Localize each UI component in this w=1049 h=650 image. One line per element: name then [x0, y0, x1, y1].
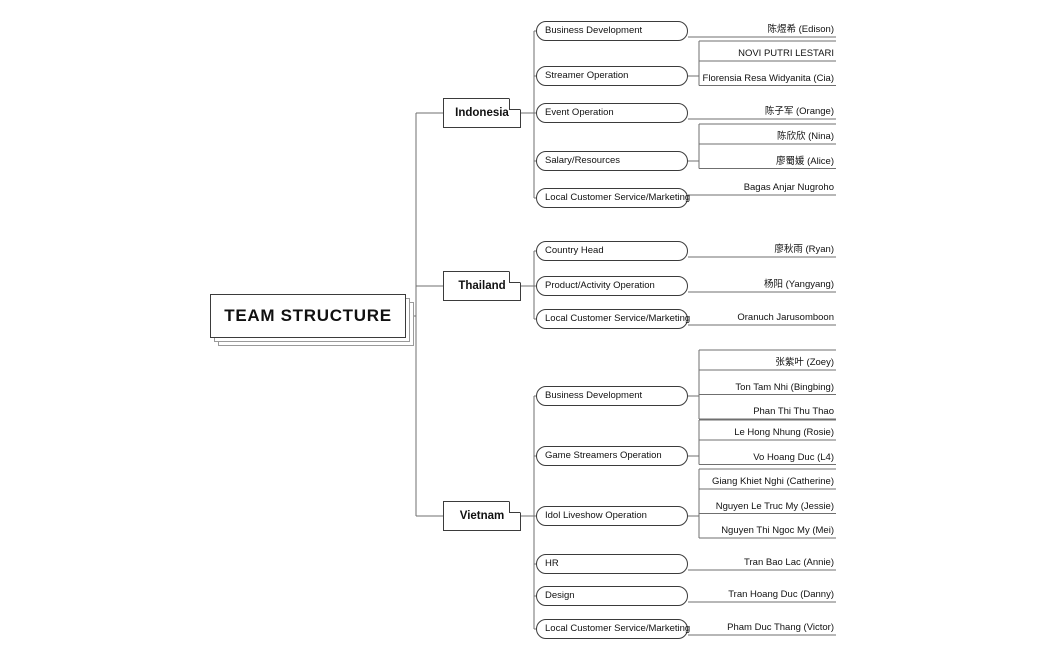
person-name: Le Hong Nhung (Rosie): [734, 427, 834, 439]
person-node: 张紫叶 (Zoey): [636, 350, 836, 370]
person-node: 杨阳 (Yangyang): [636, 272, 836, 292]
person-name: Florensia Resa Widyanita (Cia): [702, 72, 834, 84]
person-node: 陈子军 (Orange): [636, 99, 836, 119]
department-label: HR: [545, 558, 559, 570]
department-node-streamer-operation[interactable]: Streamer Operation: [536, 66, 688, 86]
region-label: Thailand: [458, 280, 506, 292]
person-name: Oranuch Jarusomboon: [737, 312, 834, 324]
person-node: Vo Hoang Duc (L4): [636, 445, 836, 465]
region-node-thailand[interactable]: Thailand: [443, 271, 521, 301]
department-node-event-operation[interactable]: Event Operation: [536, 103, 688, 123]
person-name: Pham Duc Thang (Victor): [727, 622, 834, 634]
region-label: Vietnam: [459, 510, 505, 522]
person-name: Ton Tam Nhi (Bingbing): [735, 381, 834, 393]
department-label: Country Head: [545, 245, 604, 257]
department-node-salary-resources[interactable]: Salary/Resources: [536, 151, 688, 171]
person-node: Le Hong Nhung (Rosie): [636, 420, 836, 440]
person-node: Giang Khiet Nghi (Catherine): [636, 469, 836, 489]
department-node-product-activity-operation[interactable]: Product/Activity Operation: [536, 276, 688, 296]
person-name: 廖蜀媛 (Alice): [775, 155, 834, 167]
person-node: 陈欣欣 (Nina): [636, 124, 836, 144]
person-node: Pham Duc Thang (Victor): [636, 615, 836, 635]
person-name: 张紫叶 (Zoey): [775, 357, 834, 369]
department-node-game-streamers-operation[interactable]: Game Streamers Operation: [536, 446, 688, 466]
department-label: Business Development: [545, 25, 643, 37]
department-node-hr[interactable]: HR: [536, 554, 688, 574]
person-name: 陈子军 (Orange): [764, 106, 834, 118]
person-name: NOVI PUTRI LESTARI: [738, 48, 834, 60]
department-label: Local Customer Service/Marketing: [545, 313, 691, 325]
person-node: Nguyen Le Truc My (Jessie): [636, 494, 836, 514]
department-node-design[interactable]: Design: [536, 586, 688, 606]
person-node: Nguyen Thi Ngoc My (Mei): [636, 518, 836, 538]
person-node: 廖秋雨 (Ryan): [636, 237, 836, 257]
person-node: Phan Thi Thu Thao: [636, 399, 836, 419]
department-label: Event Operation: [545, 107, 614, 119]
page-title: TEAM STRUCTURE: [224, 306, 392, 325]
person-node: 廖蜀媛 (Alice): [636, 149, 836, 169]
person-node: Bagas Anjar Nugroho: [636, 175, 836, 195]
department-node-idol-liveshow-operation[interactable]: Idol Liveshow Operation: [536, 506, 688, 526]
person-node: Tran Bao Lac (Annie): [636, 550, 836, 570]
department-node-business-development[interactable]: Business Development: [536, 21, 688, 41]
department-node-country-head[interactable]: Country Head: [536, 241, 688, 261]
region-node-vietnam[interactable]: Vietnam: [443, 501, 521, 531]
person-name: Vo Hoang Duc (L4): [753, 451, 834, 463]
department-node-business-development[interactable]: Business Development: [536, 386, 688, 406]
department-label: Product/Activity Operation: [545, 280, 655, 292]
person-name: Tran Hoang Duc (Danny): [728, 589, 834, 601]
person-name: 陈煜希 (Edison): [767, 24, 834, 36]
department-label: Design: [545, 590, 575, 602]
person-node: Florensia Resa Widyanita (Cia): [636, 66, 836, 86]
person-name: Phan Thi Thu Thao: [753, 406, 834, 418]
department-node-local-customer-service-marketing[interactable]: Local Customer Service/Marketing: [536, 619, 691, 639]
person-node: NOVI PUTRI LESTARI: [636, 41, 836, 61]
person-name: Nguyen Thi Ngoc My (Mei): [721, 525, 834, 537]
department-node-local-customer-service-marketing[interactable]: Local Customer Service/Marketing: [536, 309, 691, 329]
department-label: Idol Liveshow Operation: [545, 510, 647, 522]
department-label: Local Customer Service/Marketing: [545, 192, 691, 204]
root-node[interactable]: TEAM STRUCTURE: [210, 294, 416, 348]
department-label: Local Customer Service/Marketing: [545, 623, 691, 635]
person-node: 陈煜希 (Edison): [636, 17, 836, 37]
department-label: Salary/Resources: [545, 155, 620, 167]
department-node-local-customer-service-marketing[interactable]: Local Customer Service/Marketing: [536, 188, 691, 208]
person-name: Nguyen Le Truc My (Jessie): [715, 500, 834, 512]
person-name: 陈欣欣 (Nina): [776, 131, 834, 143]
region-label: Indonesia: [455, 107, 509, 119]
person-name: Giang Khiet Nghi (Catherine): [712, 476, 834, 488]
person-node: Tran Hoang Duc (Danny): [636, 582, 836, 602]
person-name: Tran Bao Lac (Annie): [744, 557, 834, 569]
department-label: Game Streamers Operation: [545, 450, 662, 462]
person-name: 杨阳 (Yangyang): [763, 279, 834, 291]
department-label: Streamer Operation: [545, 70, 629, 82]
region-node-indonesia[interactable]: Indonesia: [443, 98, 521, 128]
person-node: Ton Tam Nhi (Bingbing): [636, 375, 836, 395]
person-node: Oranuch Jarusomboon: [636, 305, 836, 325]
person-name: Bagas Anjar Nugroho: [743, 182, 834, 194]
root-box[interactable]: TEAM STRUCTURE: [210, 294, 406, 338]
person-name: 廖秋雨 (Ryan): [774, 244, 834, 256]
department-label: Business Development: [545, 390, 643, 402]
